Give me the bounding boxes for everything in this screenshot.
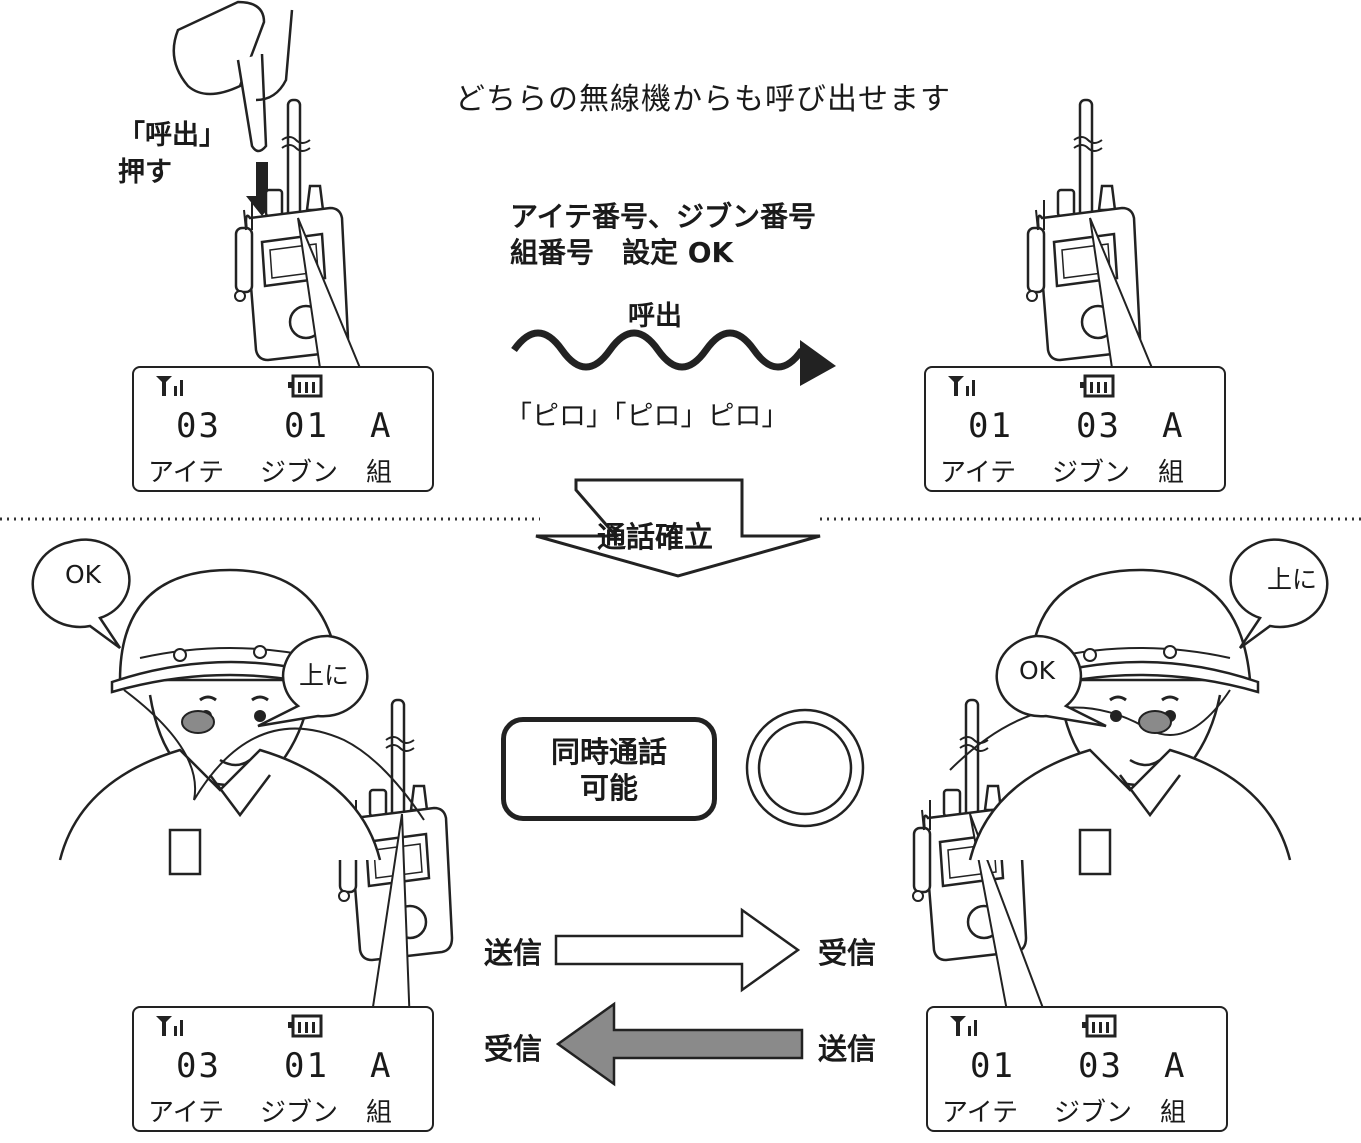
kumi-label: 組 [1160, 1098, 1187, 1128]
call-established-label: 通話確立 [597, 520, 714, 554]
aite-label: アイテ [942, 1098, 1019, 1128]
jibun-number: 03 [1078, 1046, 1123, 1086]
lcd-bottom-right: 01 03 A アイテ ジブン 組 [926, 1006, 1228, 1132]
kumi-letter: A [1162, 406, 1185, 446]
call-arrow-label: 呼出 [628, 301, 682, 332]
kumi-letter: A [370, 1046, 393, 1086]
circle-ok-icon [745, 708, 865, 828]
jibun-number: 03 [1076, 406, 1121, 446]
aite-label: アイテ [148, 1098, 225, 1128]
lcd-bottom-left: 03 01 A アイテ ジブン 組 [132, 1006, 434, 1132]
finger-press-icon [172, 0, 294, 216]
kumi-label: 組 [366, 458, 393, 488]
page-title: どちらの無線機からも呼び出せます [455, 82, 951, 117]
transmit-label-right: 送信 [818, 1032, 877, 1066]
call-sound-label: 「ピロ」「ピロ」ピロ」 [505, 401, 789, 432]
bubble-left-ok: OK [64, 560, 102, 589]
lcd-top-left: 03 01 A アイテ ジブン 組 [132, 366, 434, 492]
aite-number: 03 [176, 1046, 221, 1086]
jibun-label: ジブン [1052, 458, 1131, 488]
battery-icon [1080, 374, 1115, 398]
simultaneous-talk-box: 同時通話 可能 [501, 717, 717, 821]
kumi-letter: A [370, 406, 393, 446]
aite-label: アイテ [148, 458, 225, 488]
jibun-label: ジブン [260, 1098, 339, 1128]
jibun-label: ジブン [1054, 1098, 1133, 1128]
simultaneous-line1: 同時通話 [550, 735, 667, 769]
receive-label-left: 受信 [484, 1032, 543, 1066]
antenna-signal-icon [950, 1016, 977, 1036]
settings-note-line1: アイテ番号、ジブン番号 [510, 200, 817, 233]
aite-number: 03 [176, 406, 221, 446]
receive-label-right: 受信 [818, 936, 877, 970]
kumi-letter: A [1164, 1046, 1187, 1086]
aite-label: アイテ [940, 458, 1017, 488]
battery-icon [288, 1014, 323, 1038]
jibun-number: 01 [284, 406, 329, 446]
antenna-signal-icon [156, 376, 183, 396]
kumi-label: 組 [1158, 458, 1185, 488]
antenna-signal-icon [948, 376, 975, 396]
aite-number: 01 [970, 1046, 1015, 1086]
lcd-top-right: 01 03 A アイテ ジブン 組 [924, 366, 1226, 492]
battery-icon [288, 374, 323, 398]
transmit-label-left: 送信 [484, 936, 543, 970]
battery-icon [1082, 1014, 1117, 1038]
jibun-label: ジブン [260, 458, 339, 488]
antenna-signal-icon [156, 1016, 183, 1036]
press-call-label: 「呼出」 [118, 120, 226, 151]
simultaneous-line2: 可能 [579, 771, 638, 805]
aite-number: 01 [968, 406, 1013, 446]
press-label: 押す [118, 157, 172, 188]
bubble-right-ok: OK [1018, 656, 1056, 685]
bubble-left-up: 上に [298, 661, 349, 690]
kumi-label: 組 [366, 1098, 393, 1128]
settings-note-line2: 組番号 設定 OK [510, 236, 734, 269]
jibun-number: 01 [284, 1046, 329, 1086]
bubble-right-up: 上に [1266, 565, 1317, 594]
